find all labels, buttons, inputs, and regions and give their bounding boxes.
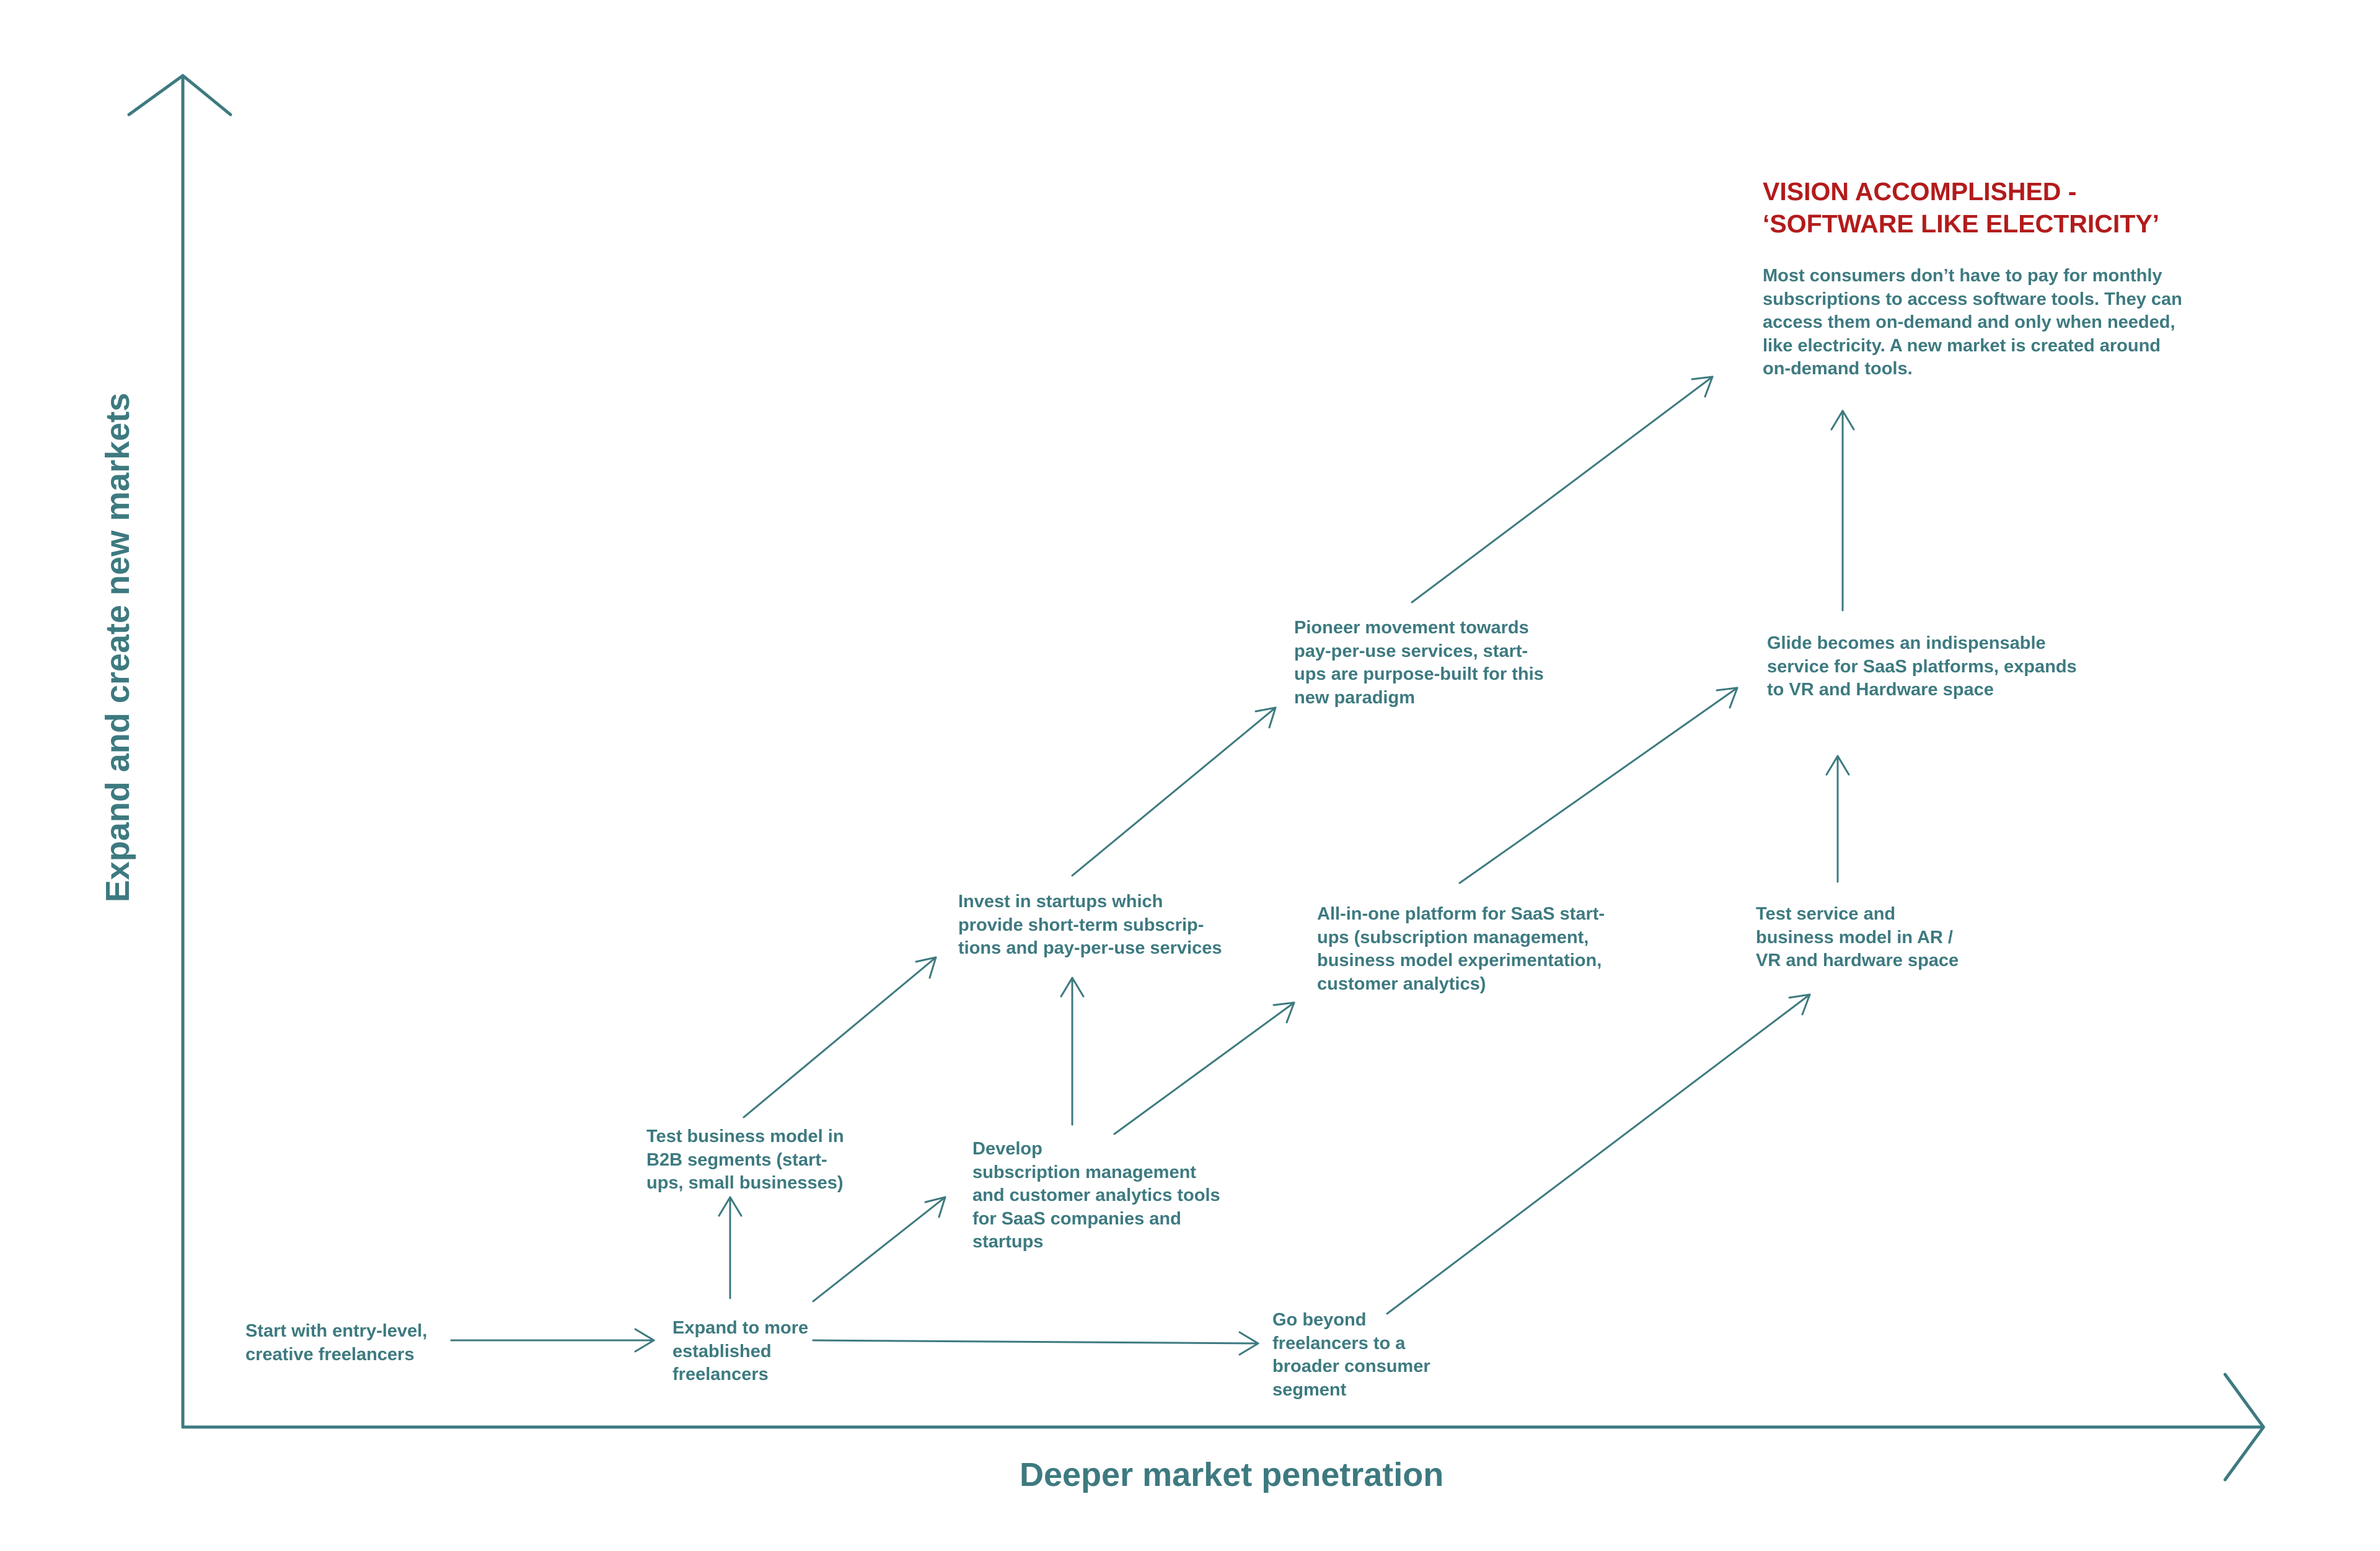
- x-axis-arrowhead: [2223, 1373, 2265, 1482]
- node-start: Start with entry-level, creative freelan…: [245, 1321, 428, 1364]
- y-axis-label-container: Expand and create new markets: [93, 381, 143, 914]
- connector-start-to-expand: [450, 1328, 655, 1353]
- x-axis-label: Deeper market penetration: [1020, 1456, 1444, 1493]
- connector-develop-to-invest: [1060, 977, 1085, 1126]
- connector-expand-to-test-b2b: [718, 1196, 743, 1299]
- connector-go-beyond-to-test-ar-vr: [1386, 993, 1811, 1315]
- y-axis-label: Expand and create new markets: [99, 392, 136, 903]
- connector-test-ar-vr-to-glide: [1825, 755, 1850, 883]
- y-axis-arrowhead: [127, 74, 232, 116]
- connector-pioneer-to-vision: [1411, 376, 1714, 604]
- node-all-in-one: All-in-one platform for SaaS start- ups …: [1317, 904, 1605, 994]
- connector-test-b2b-to-invest: [743, 956, 937, 1118]
- node-go-beyond: Go beyond freelancers to a broader consu…: [1272, 1310, 1430, 1400]
- connector-expand-to-go-beyond: [812, 1331, 1259, 1356]
- node-vision-title: VISION ACCOMPLISHED - ‘SOFTWARE LIKE ELE…: [1763, 177, 2160, 238]
- node-test-ar-vr: Test service and business model in AR / …: [1756, 904, 1959, 970]
- node-vision-body: Most consumers don’t have to pay for mon…: [1763, 266, 2182, 379]
- connector-expand-to-develop: [812, 1196, 946, 1303]
- connector-glide-to-vision: [1830, 410, 1855, 612]
- connector-develop-to-all-in-one: [1113, 1001, 1295, 1135]
- node-test-b2b: Test business model in B2B segments (sta…: [646, 1127, 844, 1193]
- node-glide: Glide becomes an indispensable service f…: [1767, 633, 2077, 700]
- connector-all-in-one-to-glide: [1458, 687, 1739, 884]
- node-expand-established: Expand to more established freelancers: [672, 1318, 809, 1384]
- connector-invest-to-pioneer: [1071, 706, 1277, 877]
- node-pioneer: Pioneer movement towards pay-per-use ser…: [1294, 618, 1544, 708]
- node-invest: Invest in startups which provide short-t…: [958, 892, 1222, 958]
- node-develop: Develop subscription management and cust…: [972, 1139, 1220, 1252]
